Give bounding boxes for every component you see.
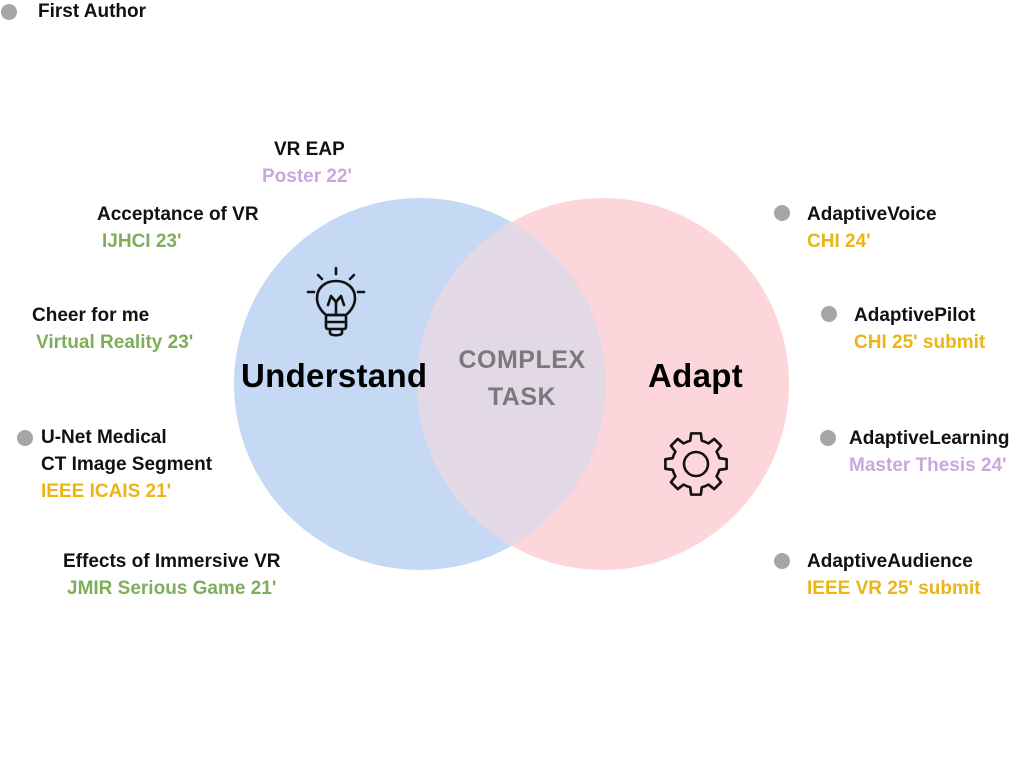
- publication-venue: Virtual Reality 23': [36, 332, 194, 353]
- first-author-marker-icon: [774, 205, 790, 221]
- publication-title: AdaptiveLearning: [849, 428, 1010, 449]
- complex-task-line-2: TASK: [487, 383, 557, 411]
- overlap-region: [417, 198, 606, 570]
- first-author-marker-icon: [774, 553, 790, 569]
- publication-title-line-1: U-Net Medical: [41, 427, 167, 448]
- complex-task-line-1: COMPLEX: [458, 346, 586, 374]
- gear-icon: [661, 429, 731, 504]
- first-author-marker-icon: [821, 306, 837, 322]
- publication-adaptivepilot: AdaptivePilot CHI 25' submit: [821, 302, 985, 356]
- publication-title: AdaptivePilot: [854, 305, 976, 326]
- publication-acceptance-of-vr: Acceptance of VR IJHCI 23': [97, 201, 259, 255]
- complex-task-label: COMPLEX TASK: [442, 342, 602, 416]
- first-author-marker-icon: [17, 430, 33, 446]
- publication-venue: IEEE ICAIS 21': [41, 481, 172, 502]
- publication-cheer-for-me: Cheer for me Virtual Reality 23': [32, 302, 193, 356]
- publication-venue: CHI 25' submit: [854, 332, 986, 353]
- publication-title: AdaptiveVoice: [807, 204, 937, 225]
- publication-unet-medical: U-Net Medical CT Image Segment IEEE ICAI…: [17, 424, 212, 505]
- legend-label: First Author: [38, 1, 147, 22]
- lightbulb-icon: [305, 266, 367, 345]
- first-author-marker-icon: [1, 4, 17, 20]
- publication-venue: IJHCI 23': [102, 231, 182, 252]
- publication-venue: CHI 24': [807, 231, 871, 252]
- publication-title: Cheer for me: [32, 305, 150, 326]
- publication-venue: IEEE VR 25' submit: [807, 578, 981, 599]
- adapt-label: Adapt: [648, 357, 743, 394]
- first-author-marker-icon: [820, 430, 836, 446]
- publication-title-line-2: CT Image Segment: [41, 454, 213, 475]
- publication-adaptiveaudience: AdaptiveAudience IEEE VR 25' submit: [774, 548, 980, 602]
- publication-adaptivevoice: AdaptiveVoice CHI 24': [774, 201, 937, 255]
- publication-title: AdaptiveAudience: [807, 551, 973, 572]
- publication-venue: Master Thesis 24': [849, 455, 1007, 476]
- publication-title: Effects of Immersive VR: [63, 551, 281, 572]
- publication-effects-of-immersive-vr: Effects of Immersive VR JMIR Serious Gam…: [63, 548, 281, 602]
- publication-title: Acceptance of VR: [97, 204, 259, 225]
- publication-title: VR EAP: [274, 139, 345, 160]
- publication-vr-eap: VR EAP Poster 22': [262, 136, 352, 190]
- publication-venue: Poster 22': [262, 166, 353, 187]
- publication-adaptivelearning: AdaptiveLearning Master Thesis 24': [820, 425, 1009, 479]
- understand-label: Understand: [241, 357, 428, 394]
- publication-venue: JMIR Serious Game 21': [67, 578, 277, 599]
